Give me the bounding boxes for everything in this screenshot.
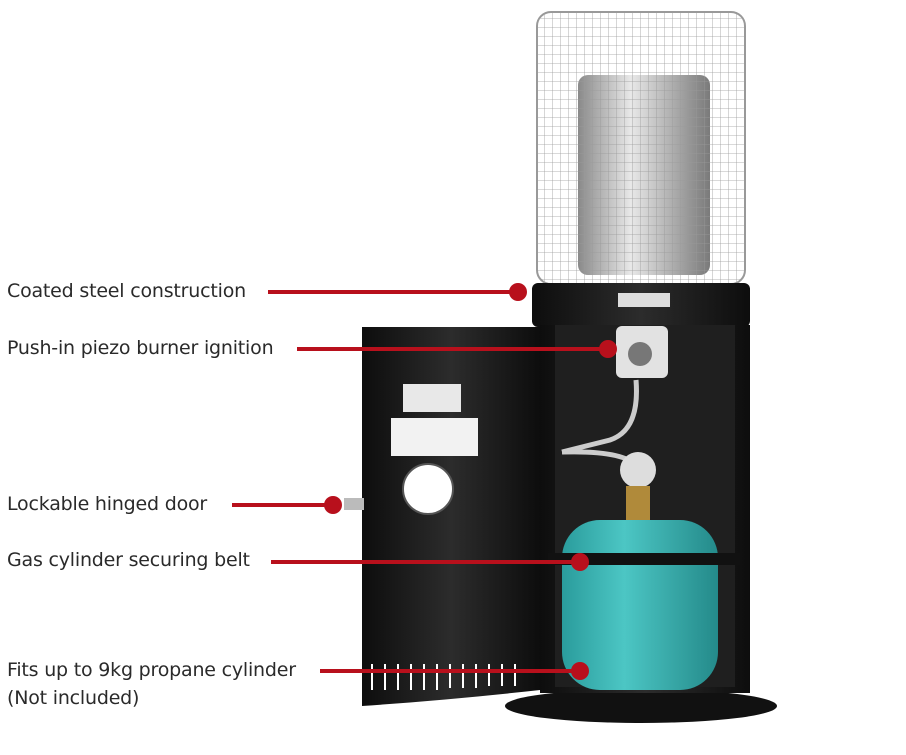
callout-dot-ignition: [599, 340, 617, 358]
callout-label-ignition: Push-in piezo burner ignition: [7, 337, 274, 359]
door-window: [402, 463, 454, 515]
cylinder-valve: [626, 486, 650, 520]
callout-dot-construction: [509, 283, 527, 301]
ignition-knob: [628, 342, 652, 366]
warning-sticker: [618, 293, 670, 307]
door-vents: [371, 664, 516, 690]
hinged-door: [362, 327, 540, 706]
regulator: [620, 452, 656, 488]
door-info-sticker: [403, 384, 461, 412]
door-lock: [344, 498, 364, 510]
callout-label-door: Lockable hinged door: [7, 493, 208, 515]
callout-label-cylinder: Fits up to 9kg propane cylinder: [7, 659, 296, 681]
callout-label-cylinder-note: (Not included): [7, 687, 140, 709]
callout-label-construction: Coated steel construction: [7, 280, 246, 302]
callout-dot-door: [324, 496, 342, 514]
door-warning-sticker: [391, 418, 478, 456]
callout-dot-cylinder: [571, 662, 589, 680]
securing-belt: [548, 553, 740, 565]
heater-base: [505, 689, 777, 723]
heat-guard-cage: [536, 11, 746, 285]
callout-dot-belt: [571, 553, 589, 571]
callout-label-belt: Gas cylinder securing belt: [7, 549, 250, 571]
